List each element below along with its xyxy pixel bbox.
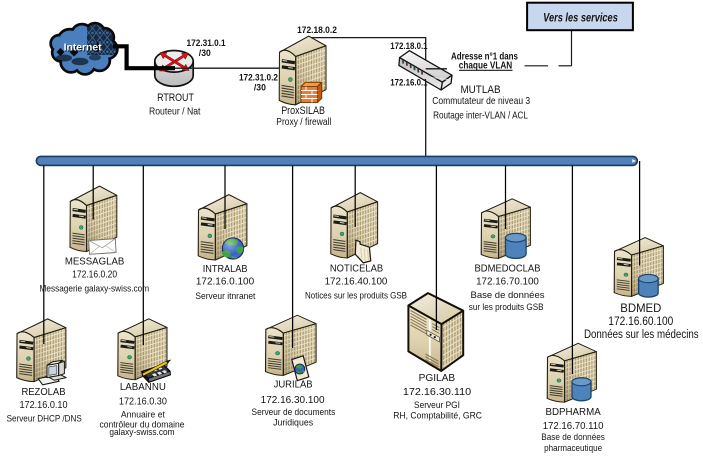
svg-text:chaque VLAN: chaque VLAN <box>459 61 513 72</box>
svg-text:172.16.70.100: 172.16.70.100 <box>476 277 539 288</box>
svg-text:Internet: Internet <box>64 42 102 54</box>
svg-text:/30: /30 <box>254 82 266 93</box>
svg-text:172.16.60.100: 172.16.60.100 <box>608 314 673 328</box>
svg-text:sur les produits GSB: sur les produits GSB <box>469 302 544 313</box>
svg-text:contrôleur du domaine: contrôleur du domaine <box>100 419 185 430</box>
svg-text:Base de données: Base de données <box>541 432 605 443</box>
svg-text:Adresse n°1 dans: Adresse n°1 dans <box>451 52 518 63</box>
svg-text:172.16.70.110: 172.16.70.110 <box>543 421 604 432</box>
svg-text:Commutateur de niveau 3: Commutateur de niveau 3 <box>432 95 530 107</box>
svg-text:172.16.40.100: 172.16.40.100 <box>325 276 388 287</box>
svg-text:172.31.0.1: 172.31.0.1 <box>187 38 227 49</box>
svg-text:Juridiques: Juridiques <box>273 418 313 429</box>
svg-text:Vers les services: Vers les services <box>543 10 618 24</box>
svg-text:Routage inter-VLAN / ACL: Routage inter-VLAN / ACL <box>433 110 528 122</box>
svg-text:Proxy / firewall: Proxy / firewall <box>276 116 331 128</box>
svg-text:BDMED: BDMED <box>620 301 661 315</box>
svg-text:MUTLAB: MUTLAB <box>460 84 500 96</box>
svg-text:172.16.30.110: 172.16.30.110 <box>403 387 472 398</box>
svg-text:172.16.0.10: 172.16.0.10 <box>20 400 68 411</box>
svg-text:Internet: Internet <box>64 42 102 54</box>
svg-text:INTRALAB: INTRALAB <box>203 264 248 275</box>
svg-text:BDMEDOCLAB: BDMEDOCLAB <box>475 264 541 275</box>
svg-text:172.16.0.1: 172.16.0.1 <box>390 78 428 89</box>
svg-text:Serveur de documents: Serveur de documents <box>252 407 336 418</box>
svg-text:Annuaire et: Annuaire et <box>121 410 165 421</box>
svg-text:LABANNU: LABANNU <box>120 382 166 393</box>
svg-text:NOTICELAB: NOTICELAB <box>330 263 384 274</box>
svg-text:Serveur DHCP /DNS: Serveur DHCP /DNS <box>7 414 82 425</box>
svg-text:pharmaceutique: pharmaceutique <box>544 443 602 454</box>
svg-text:Base de données: Base de données <box>471 290 545 301</box>
svg-text:ProxSILAB: ProxSILAB <box>281 105 325 117</box>
svg-text:RTROUT: RTROUT <box>157 92 194 104</box>
svg-text:BDPHARMA: BDPHARMA <box>546 407 602 418</box>
svg-text:172.16.0.20: 172.16.0.20 <box>72 270 117 281</box>
svg-text:172.16.0.30: 172.16.0.30 <box>119 397 167 408</box>
svg-text:172.16.30.100: 172.16.30.100 <box>261 395 325 406</box>
svg-text:JURILAB: JURILAB <box>274 380 313 391</box>
svg-text:REZOLAB: REZOLAB <box>21 387 65 398</box>
svg-text:Serveur PGI: Serveur PGI <box>414 400 460 411</box>
svg-text:172.16.0.100: 172.16.0.100 <box>196 276 255 287</box>
svg-text:Notices sur les produits GSB: Notices sur les produits GSB <box>305 291 407 302</box>
svg-text:/30: /30 <box>199 48 211 59</box>
svg-text:MESSAGLAB: MESSAGLAB <box>65 257 125 268</box>
svg-text:172.18.0.2: 172.18.0.2 <box>297 25 337 36</box>
svg-text:Messagerie galaxy-swiss.com: Messagerie galaxy-swiss.com <box>40 284 150 295</box>
svg-text:Données sur les médecins: Données sur les médecins <box>584 327 699 341</box>
svg-text:Routeur / Nat: Routeur / Nat <box>149 106 201 118</box>
svg-text:galaxy-swiss.com: galaxy-swiss.com <box>109 427 174 438</box>
svg-text:172.18.0.1: 172.18.0.1 <box>390 41 428 52</box>
svg-text:PGILAB: PGILAB <box>419 373 456 384</box>
svg-text:172.31.0.2: 172.31.0.2 <box>239 73 278 84</box>
svg-text:RH, Comptabilité, GRC: RH, Comptabilité, GRC <box>393 411 482 422</box>
svg-text:Serveur itnranet: Serveur itnranet <box>195 291 255 302</box>
